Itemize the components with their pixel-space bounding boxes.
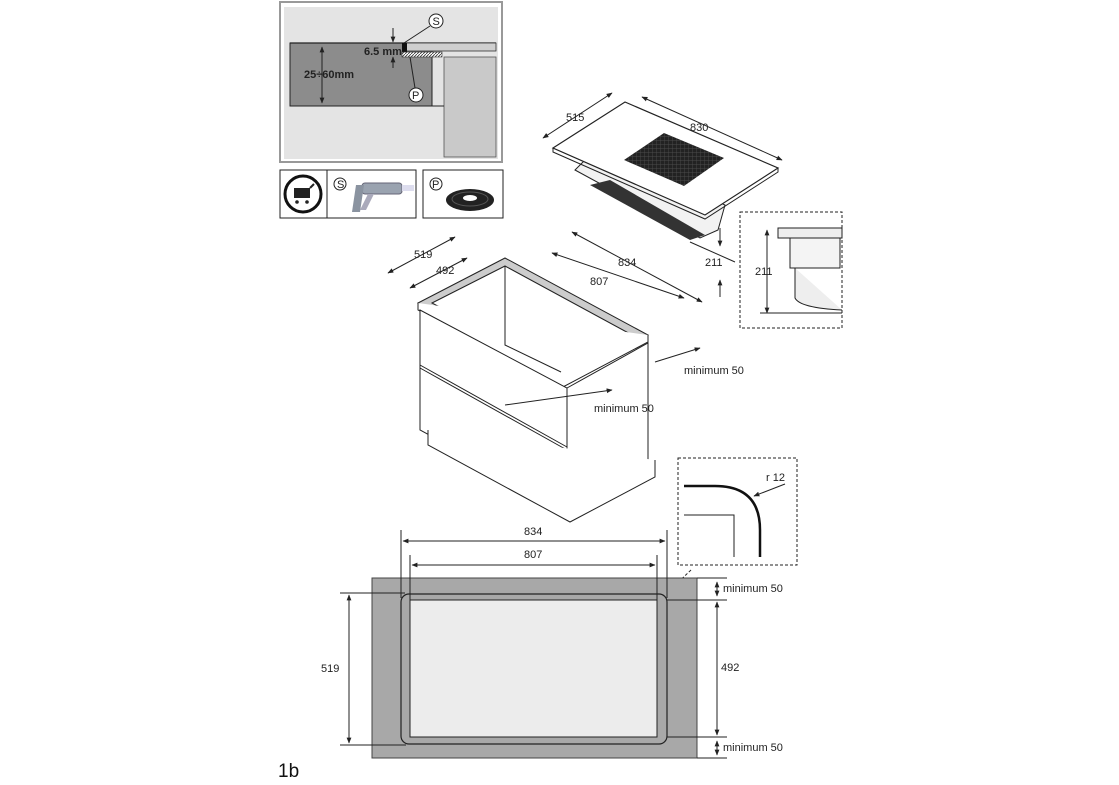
seal-strip [401,51,443,58]
worktop-section-detail: 25÷60mm 6.5 mm S P [279,1,503,163]
cabinet-drawing: 519 492 834 807 minimum 50 minimum 50 [387,231,744,523]
cutout-outer-depth-label: 519 [321,663,339,675]
corner-radius-detail: r 12 [669,457,798,591]
cutout-outer-width-label: 834 [524,526,542,538]
hob-depth-label: 515 [566,112,584,124]
hob-height-detail: 211 [739,211,843,329]
cabinet-rear-clearance-label: minimum 50 [684,365,744,377]
hob-height-label: 211 [705,257,723,269]
seal-depth-label: 6.5 mm [364,46,402,58]
sealant-bead [402,43,407,55]
cabinet-side [443,56,497,158]
cabinet-outer-depth-label: 519 [414,249,432,261]
hob-width-label: 830 [690,122,708,134]
cutout-plan: 834 807 519 492 minimum 50 minimum 50 [321,526,783,759]
worktop-thickness-label: 25÷60mm [304,69,354,81]
cabinet-inner-depth-label: 492 [436,265,454,277]
cabinet-front-clearance-label: minimum 50 [594,403,654,415]
accessories-row: S P [279,169,504,219]
sealant-marker: S [433,16,440,28]
hob-edge [405,42,497,52]
seal-marker: P [412,90,419,102]
cutout-front-clearance-label: minimum 50 [723,742,783,754]
figure-label: 1b [278,761,299,782]
cutout-inner-depth-label: 492 [721,662,739,674]
shopping-cart-icon [283,174,323,214]
cutout-inner-width-label: 807 [524,549,542,561]
detail-height-label: 211 [755,266,773,278]
cabinet-outer-width-label: 834 [618,257,636,269]
seal-accessory-marker: P [432,179,439,191]
sealant-gun-icon [352,182,414,212]
sealant-accessory-marker: S [337,179,344,191]
cabinet-inner-width-label: 807 [590,276,608,288]
hob-drawing: 515 830 211 [542,92,783,297]
cutout-rear-clearance-label: minimum 50 [723,583,783,595]
corner-radius-label: r 12 [766,472,785,484]
seal-tape-roll-icon [446,189,494,211]
